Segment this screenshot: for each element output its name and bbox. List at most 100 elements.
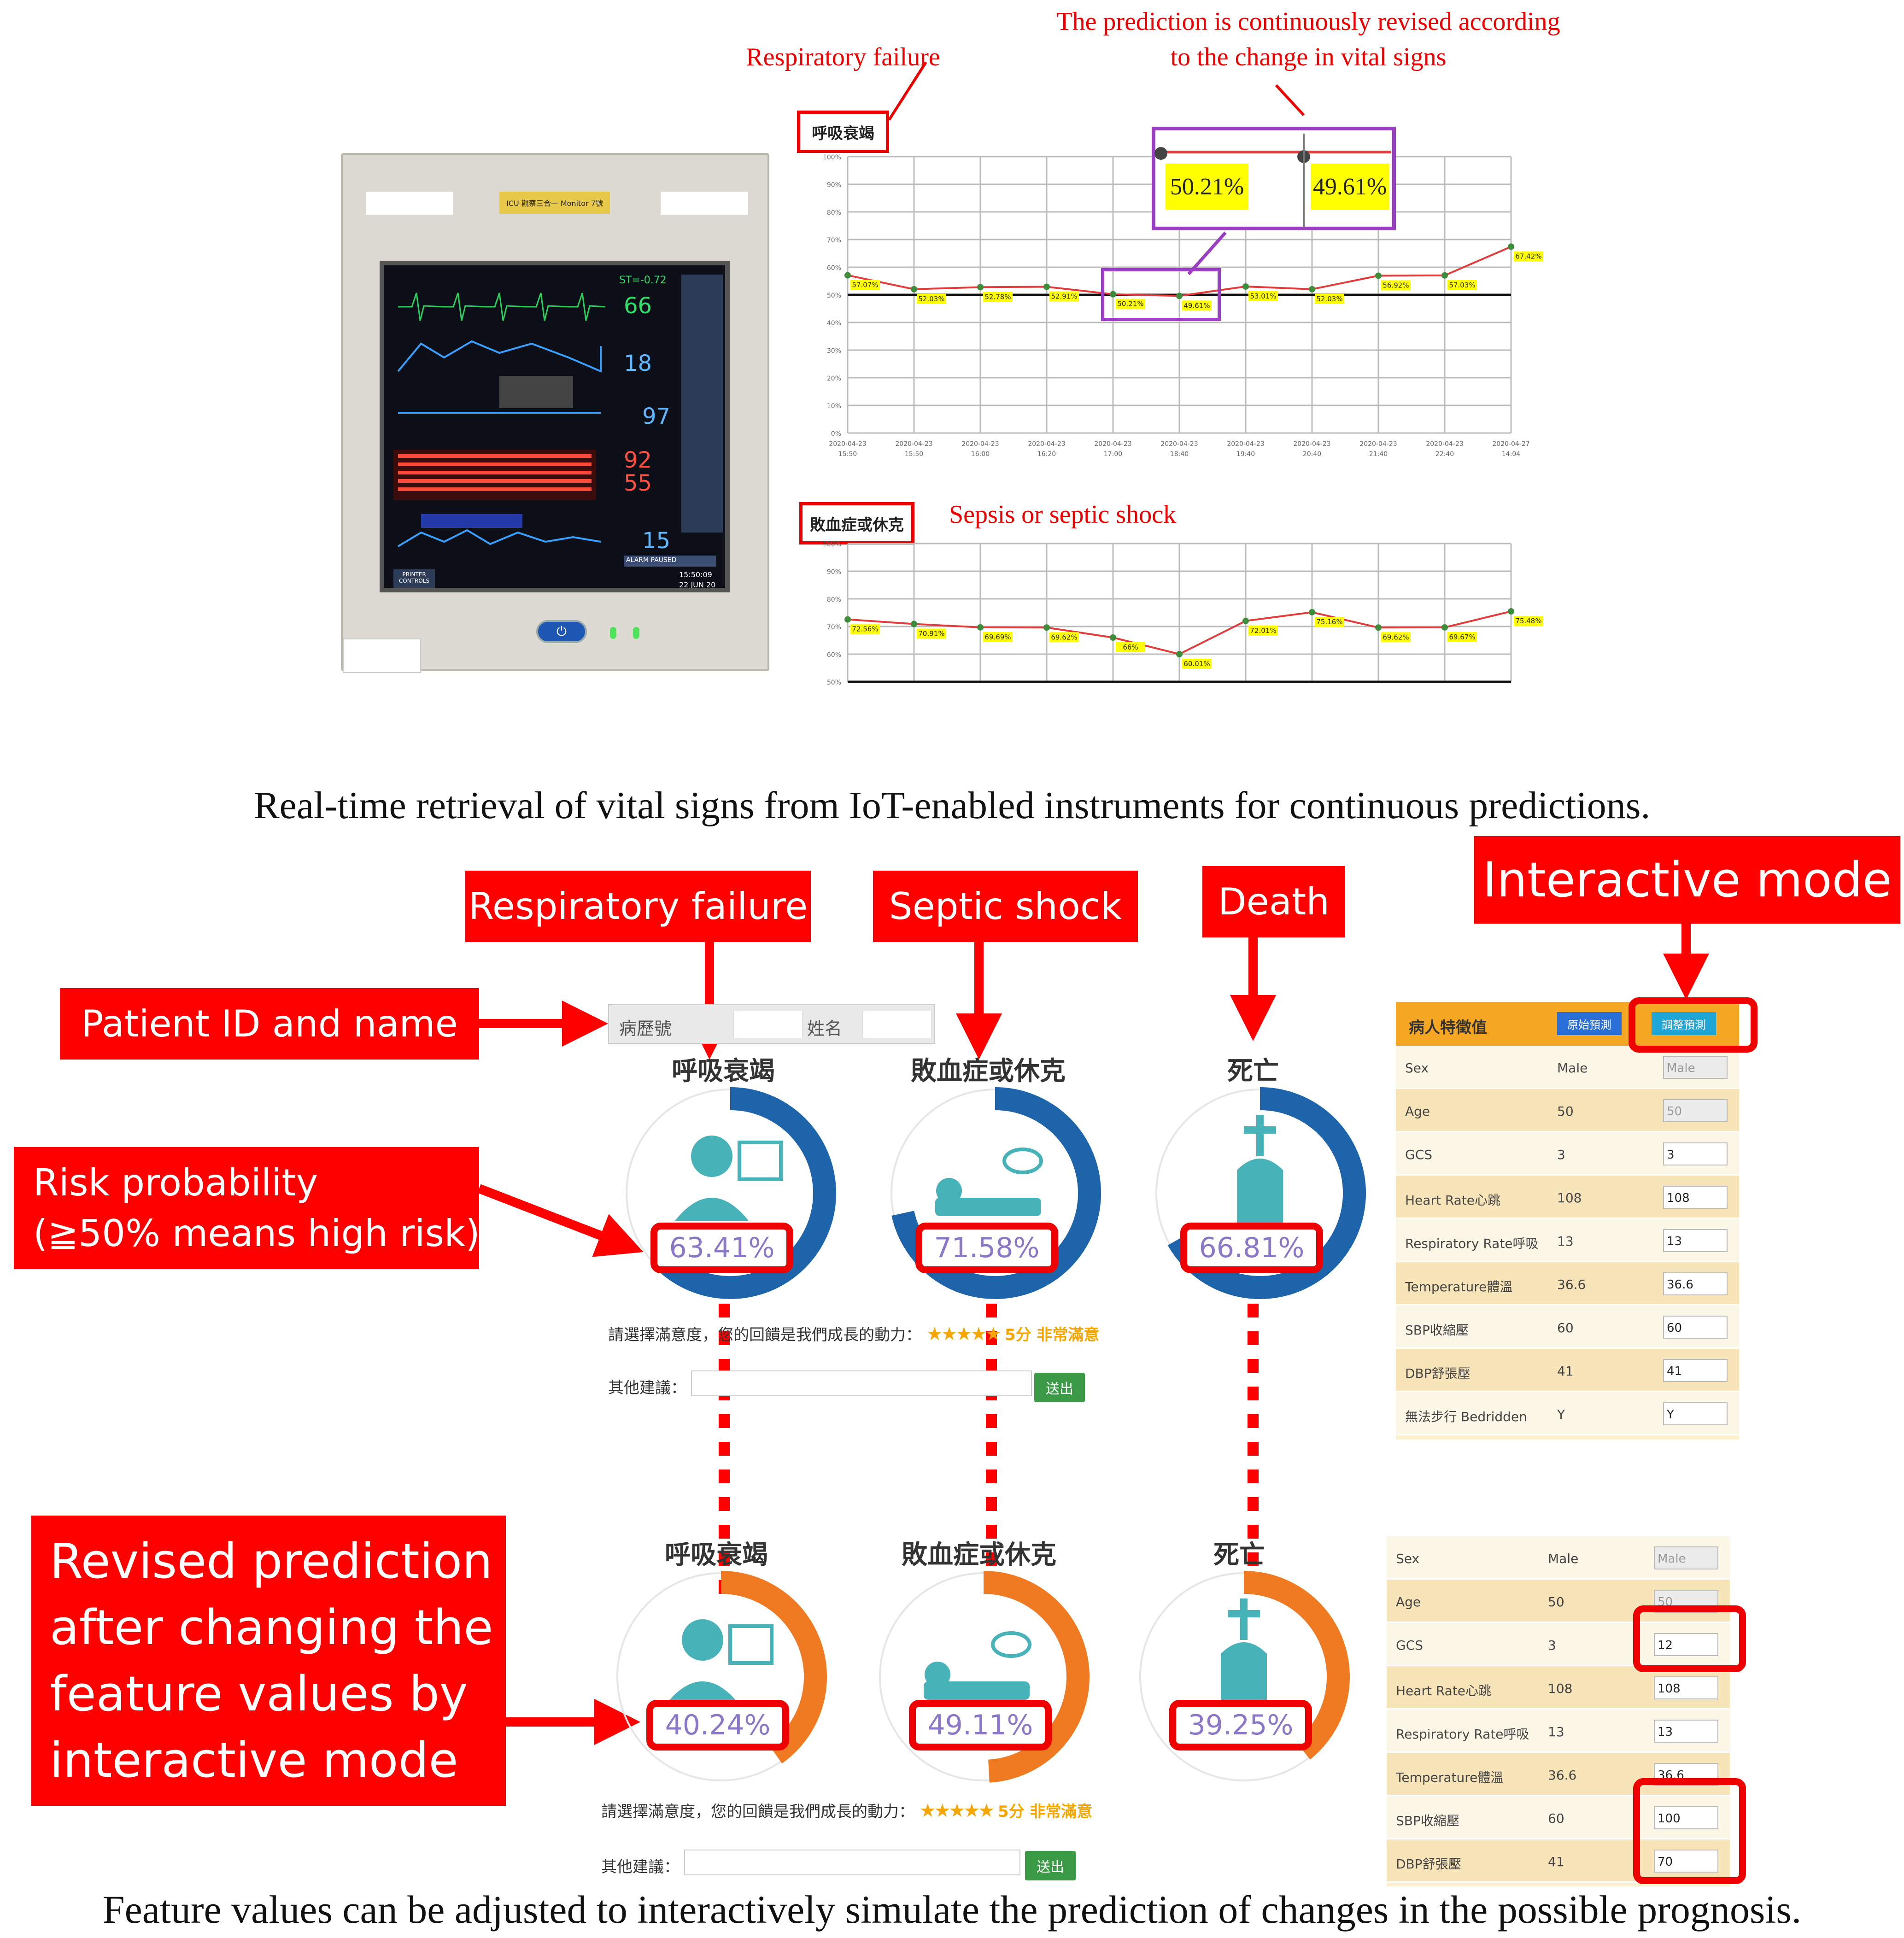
feature-input[interactable]: 3: [1663, 1142, 1728, 1165]
x-tick-time: 17:00: [1104, 451, 1122, 458]
x-tick-time: 19:40: [1236, 451, 1255, 458]
printer-control-button[interactable]: PRINTER CONTROLS: [393, 569, 435, 588]
data-label-bg: [1116, 642, 1145, 652]
feature-name: SBP收縮壓: [1396, 1813, 1459, 1828]
bp-dia-value: 55: [624, 470, 652, 496]
x-tick-date: 2020-04-23: [1160, 440, 1198, 448]
feature-input[interactable]: Male: [1654, 1546, 1718, 1569]
x-tick-time: 21:40: [1369, 451, 1388, 458]
suggestion-label: 其他建議：: [608, 1379, 686, 1397]
title-death: 死亡: [1227, 1056, 1279, 1086]
feature-input[interactable]: 60: [1663, 1316, 1728, 1339]
data-point: [1508, 243, 1514, 250]
feature-input[interactable]: 108: [1663, 1186, 1728, 1209]
cvp-value: 15: [642, 528, 671, 554]
y-tick-label: 0%: [831, 430, 841, 438]
x-tick-date: 2020-04-23: [1028, 440, 1065, 448]
send-button[interactable]: 送出: [1034, 1373, 1085, 1402]
x-tick-date: 2020-04-23: [1227, 440, 1264, 448]
x-tick-date: 2020-04-23: [1293, 440, 1330, 448]
power-button[interactable]: ⏻: [536, 620, 587, 643]
x-tick-time: 20:40: [1303, 451, 1321, 458]
x-tick-date: 2020-04-23: [1359, 440, 1397, 448]
feature-input[interactable]: Y: [1663, 1402, 1728, 1425]
tombstone-icon: [1237, 1115, 1283, 1225]
feature-input[interactable]: 50: [1663, 1099, 1728, 1122]
feature-input[interactable]: 41: [1663, 1359, 1728, 1382]
suggestion-input[interactable]: [691, 1370, 1032, 1396]
data-point: [1309, 609, 1315, 616]
data-label-bg: [850, 624, 880, 634]
feature-name: Heart Rate心跳: [1396, 1683, 1492, 1698]
cvp-wave: [397, 529, 601, 547]
x-tick-time: 15:50: [905, 451, 923, 458]
revised-value-death: 39.25%: [1169, 1700, 1312, 1751]
feature-value: 41: [1557, 1364, 1574, 1379]
star-rating[interactable]: ★★★★★: [926, 1323, 1002, 1345]
data-point: [1309, 286, 1315, 293]
feature-input[interactable]: 108: [1654, 1676, 1718, 1699]
feature-name: Temperature體溫: [1396, 1770, 1504, 1785]
monitor-screen: ST=-0.72 66 18 97 92 55 15 ALARM PAUSED …: [380, 261, 730, 592]
y-tick-label: 70%: [827, 237, 841, 244]
data-point: [1508, 608, 1514, 615]
feature-input[interactable]: 13: [1654, 1720, 1718, 1743]
data-label-bg: [1514, 251, 1543, 262]
feature-input[interactable]: 100: [1654, 1806, 1718, 1829]
data-label: 57.07%: [852, 281, 878, 289]
patient-id-input[interactable]: [733, 1011, 803, 1038]
y-tick-label: 90%: [827, 182, 841, 189]
y-tick-label: 90%: [827, 568, 841, 576]
feature-input[interactable]: 13: [1663, 1229, 1728, 1252]
data-point: [911, 621, 917, 627]
feature-name: Respiratory Rate呼吸: [1405, 1236, 1539, 1251]
rating-text: 5分 非常滿意: [1004, 1326, 1100, 1344]
gcs-highlight: [1633, 1605, 1746, 1672]
adjusted-predict-button[interactable]: 調整預測: [1652, 1012, 1716, 1035]
data-label-bg: [1182, 300, 1212, 311]
data-point: [1176, 293, 1183, 299]
suggestion-input-2[interactable]: [684, 1850, 1020, 1875]
x-tick-time: 18:40: [1170, 451, 1189, 458]
alarm-label: ALARM PAUSED: [626, 556, 677, 564]
star-rating-2[interactable]: ★★★★★: [919, 1800, 995, 1821]
patient-name-label: 姓名: [807, 1019, 843, 1039]
data-label: 72.56%: [852, 625, 878, 633]
data-point: [1242, 283, 1249, 290]
data-point: [1176, 650, 1183, 657]
patient-name-input[interactable]: [862, 1011, 931, 1038]
y-tick-label: 80%: [827, 209, 841, 217]
feature-input[interactable]: Male: [1663, 1056, 1728, 1079]
y-tick-label: 100%: [823, 154, 841, 161]
data-label-bg: [983, 632, 1013, 642]
data-label-bg: [1447, 632, 1477, 642]
data-label-bg: [1182, 658, 1212, 669]
clock-time: 15:50:09: [679, 570, 712, 579]
callout-interactive-mode: Interactive mode: [1474, 836, 1900, 924]
data-label: 69.62%: [1051, 633, 1077, 641]
data-label-bg: [1315, 617, 1344, 627]
send-button-2[interactable]: 送出: [1025, 1851, 1076, 1880]
feature-value: 108: [1548, 1681, 1573, 1696]
annotation-revised-line1: The prediction is continuously revised a…: [1056, 7, 1560, 36]
original-predict-button[interactable]: 原始預測: [1557, 1012, 1622, 1035]
data-label-bg: [1248, 291, 1278, 301]
x-tick-time: 16:20: [1037, 451, 1056, 458]
feature-input[interactable]: 70: [1654, 1850, 1718, 1873]
data-label: 69.67%: [1449, 633, 1475, 641]
y-tick-label: 40%: [827, 320, 841, 327]
feature-name: Sex: [1405, 1060, 1429, 1076]
y-tick-label: 60%: [827, 651, 841, 659]
data-label: 52.91%: [1051, 293, 1077, 301]
revised-line2: after changing the: [50, 1599, 493, 1656]
annotation-respiratory-failure: Respiratory failure: [746, 43, 940, 71]
data-label: 50.21%: [1117, 300, 1143, 308]
data-label-bg: [917, 628, 946, 639]
sepsis-trend-chart: 50%60%70%80%90%100% 72.56%70.91%69.69%69…: [823, 541, 1543, 686]
suggestion-label-2: 其他建議：: [601, 1858, 680, 1876]
data-label: 69.69%: [984, 633, 1011, 641]
feature-input[interactable]: 36.6: [1663, 1272, 1728, 1295]
feature-input[interactable]: 12: [1654, 1633, 1718, 1656]
feature-name: Temperature體溫: [1405, 1279, 1513, 1294]
